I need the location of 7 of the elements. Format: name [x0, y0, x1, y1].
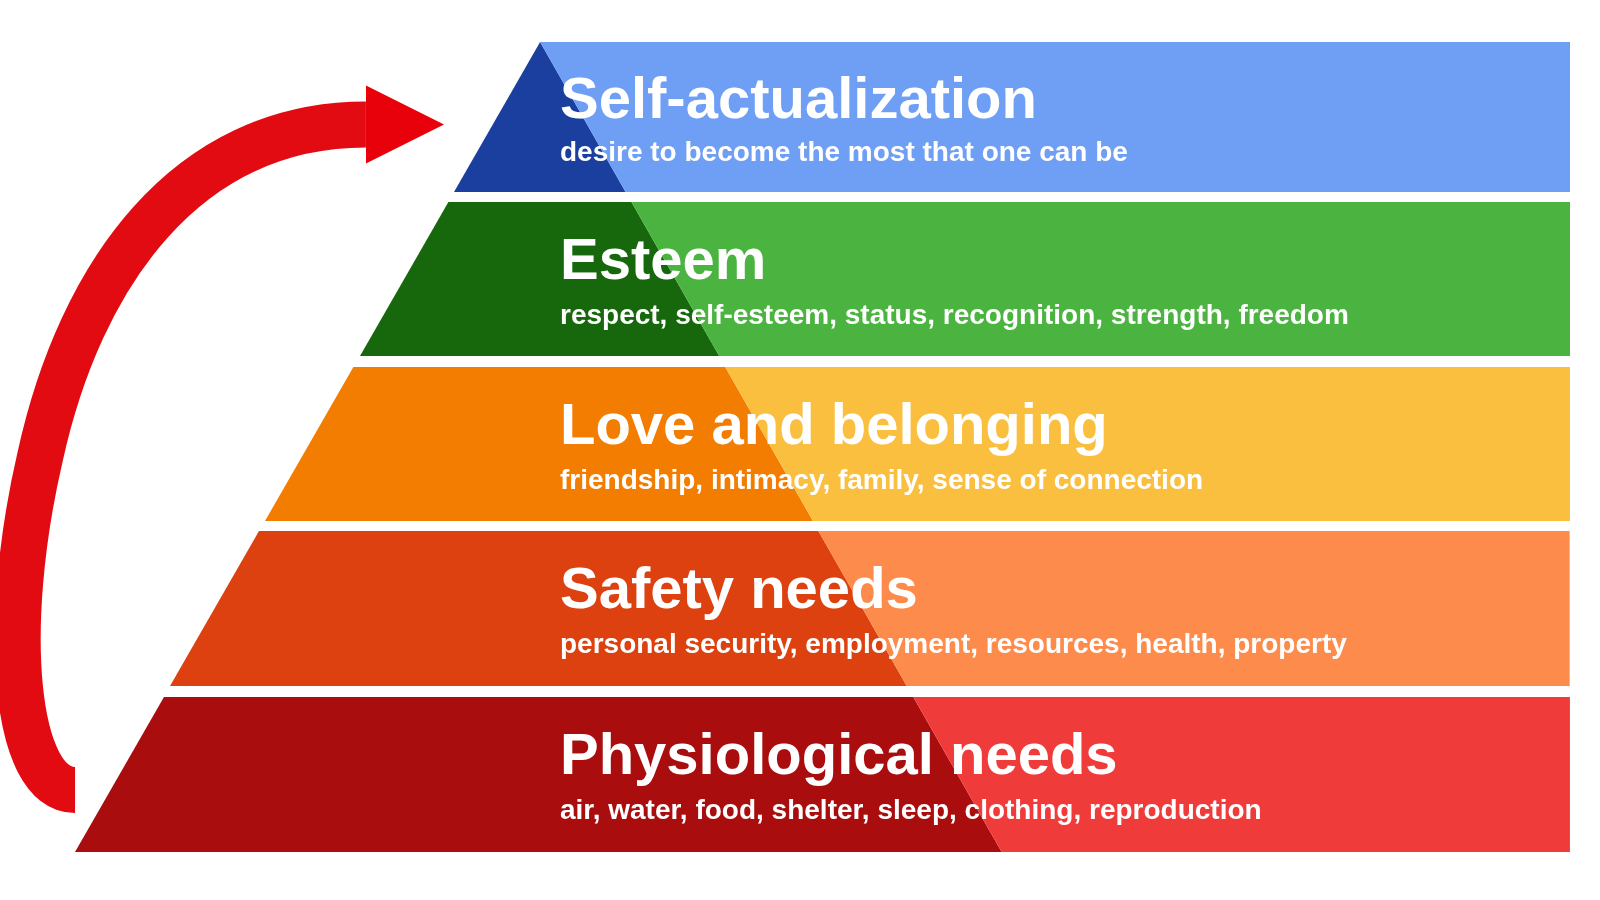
tier-description: personal security, employment, resources, health, property [560, 630, 1347, 659]
tier-description: respect, self-esteem, status, recognition, strength, freedom [560, 300, 1349, 329]
tier-description: air, water, food, shelter, sleep, clothing, reproduction [560, 796, 1262, 825]
tier-description: desire to become the most that one can be [560, 138, 1128, 166]
curved-arrow [0, 85, 444, 813]
tier-description: friendship, intimacy, family, sense of connection [560, 465, 1204, 494]
tier-title: Esteem [560, 229, 767, 288]
